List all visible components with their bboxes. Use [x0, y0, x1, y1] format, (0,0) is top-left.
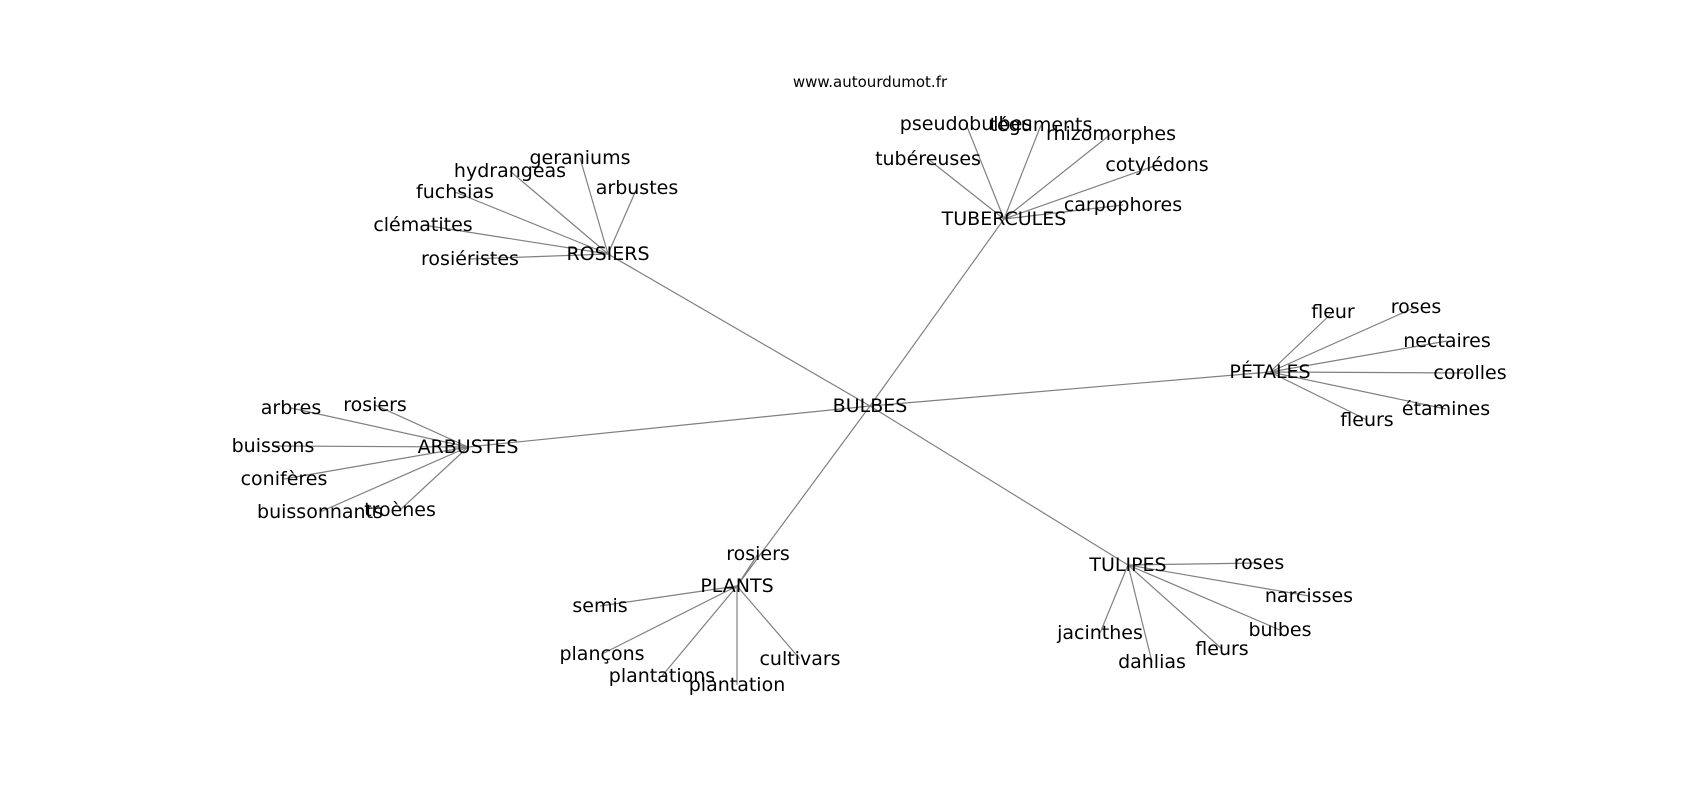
leaf-node[interactable]: hydrangeas: [454, 160, 566, 182]
leaf-node[interactable]: rosiers: [726, 543, 790, 565]
leaf-node[interactable]: plançons: [559, 643, 644, 665]
leaf-node[interactable]: jacinthes: [1056, 622, 1143, 644]
leaf-node[interactable]: arbustes: [596, 177, 679, 199]
leaf-node[interactable]: étamines: [1402, 398, 1490, 420]
leaf-node[interactable]: carpophores: [1064, 194, 1182, 216]
edge-hub-leaf: [290, 407, 469, 448]
graph-labels: www.autourdumot.fr BULBES ROSIERS geranium…: [232, 73, 1507, 696]
leaf-node[interactable]: arbres: [261, 397, 322, 419]
edge-hub-leaf: [1127, 564, 1153, 663]
edge-hub-leaf: [1003, 164, 1158, 220]
edge-center-hub: [869, 405, 1129, 566]
edge-hub-leaf: [607, 187, 638, 255]
edge-center-hub: [869, 218, 1005, 407]
leaf-node[interactable]: rosiers: [343, 394, 407, 416]
leaf-node[interactable]: fuchsias: [416, 181, 494, 203]
edge-hub-leaf: [1099, 564, 1129, 634]
hub-node[interactable]: PÉTALES: [1229, 360, 1310, 383]
edge-center-hub: [607, 253, 871, 407]
edge-hub-leaf: [469, 253, 609, 260]
edge-hub-leaf: [1127, 564, 1310, 597]
leaf-node[interactable]: téguments: [990, 114, 1093, 136]
edge-hub-leaf: [579, 157, 609, 255]
leaf-node[interactable]: clématites: [373, 214, 472, 236]
leaf-node[interactable]: cultivars: [759, 648, 840, 670]
edge-hub-leaf: [1269, 306, 1417, 373]
edge-center-hub: [869, 371, 1271, 407]
hub-node[interactable]: TULIPES: [1088, 554, 1166, 576]
leaf-node[interactable]: nectaires: [1403, 330, 1491, 352]
edge-hub-leaf: [965, 123, 1005, 220]
edge-hub-leaf: [1269, 371, 1447, 410]
leaf-node[interactable]: rhizomorphes: [1046, 123, 1176, 145]
edge-hub-leaf: [736, 553, 759, 587]
leaf-node[interactable]: dahlias: [1118, 651, 1186, 673]
site-url[interactable]: www.autourdumot.fr: [793, 73, 948, 91]
edge-hub-leaf: [1269, 371, 1471, 374]
edge-center-hub: [467, 405, 871, 448]
leaf-node[interactable]: semis: [572, 595, 627, 617]
hub-node[interactable]: ROSIERS: [566, 243, 649, 265]
edge-hub-leaf: [399, 446, 469, 511]
leaf-node[interactable]: roses: [1391, 296, 1442, 318]
leaf-node[interactable]: corolles: [1433, 362, 1506, 384]
leaf-node[interactable]: fleurs: [1195, 638, 1248, 660]
edge-hub-leaf: [422, 224, 609, 255]
edge-hub-leaf: [374, 404, 469, 448]
edge-hub-leaf: [1127, 564, 1223, 650]
leaf-node[interactable]: conifères: [241, 468, 328, 490]
edge-hub-leaf: [599, 585, 738, 607]
edge-hub-leaf: [1127, 562, 1260, 566]
edge-hub-leaf: [1003, 204, 1124, 220]
edge-center-hub: [736, 405, 871, 587]
leaf-node[interactable]: geraniums: [530, 147, 631, 169]
edge-hub-leaf: [272, 445, 469, 448]
center-node[interactable]: BULBES: [833, 395, 908, 417]
leaf-node[interactable]: roses: [1234, 552, 1285, 574]
leaf-node[interactable]: troènes: [364, 499, 436, 521]
leaf-node[interactable]: buissons: [232, 435, 315, 457]
leaf-node[interactable]: narcisses: [1265, 585, 1353, 607]
hub-node[interactable]: ARBUSTES: [418, 436, 519, 458]
leaf-node[interactable]: bulbes: [1248, 619, 1311, 641]
edge-hub-leaf: [1269, 311, 1334, 373]
leaf-node[interactable]: tubéreuses: [875, 148, 981, 170]
hub-node[interactable]: TUBERCULES: [941, 208, 1067, 230]
edge-hub-leaf: [283, 446, 469, 480]
leaf-node[interactable]: cotylédons: [1105, 154, 1208, 176]
leaf-node[interactable]: buissonnants: [257, 501, 383, 523]
edge-hub-leaf: [1127, 564, 1281, 631]
edge-hub-leaf: [1003, 124, 1042, 220]
edge-hub-leaf: [661, 585, 738, 677]
edge-hub-leaf: [509, 170, 609, 255]
graph-edges: [272, 123, 1471, 685]
edge-hub-leaf: [1003, 133, 1112, 220]
leaf-node[interactable]: pseudobulbes: [900, 113, 1032, 135]
leaf-node[interactable]: fleur: [1311, 301, 1355, 323]
edge-hub-leaf: [1269, 340, 1448, 373]
edge-hub-leaf: [1269, 371, 1368, 421]
edge-hub-leaf: [601, 585, 738, 655]
leaf-node[interactable]: rosiéristes: [421, 248, 519, 270]
edge-hub-leaf: [927, 158, 1005, 220]
edge-hub-leaf: [319, 446, 469, 513]
leaf-node[interactable]: plantations: [609, 665, 715, 687]
hub-node[interactable]: PLANTS: [700, 575, 773, 597]
leaf-node[interactable]: fleurs: [1340, 409, 1393, 431]
edge-hub-leaf: [736, 585, 801, 660]
leaf-node[interactable]: plantation: [689, 674, 786, 696]
edge-hub-leaf: [454, 191, 609, 255]
